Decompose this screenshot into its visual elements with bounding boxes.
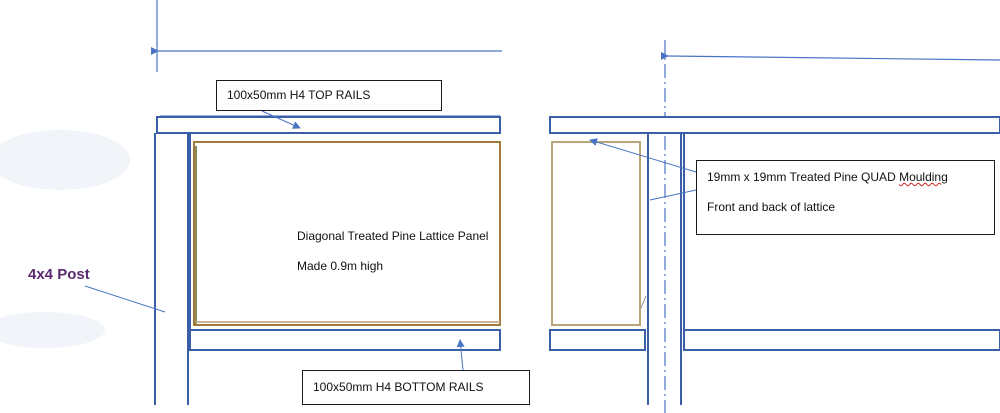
quad-moulding-line2: Front and back of lattice xyxy=(707,200,836,214)
lattice-panel xyxy=(193,141,641,326)
bottom-rails-label: 100x50mm H4 BOTTOM RAILS xyxy=(313,380,484,394)
bottom-rails xyxy=(189,329,1000,351)
quad-moulding-callout: 19mm x 19mm Treated Pine QUAD Moulding F… xyxy=(696,160,995,235)
posts xyxy=(154,133,685,405)
top-rails-label: 100x50mm H4 TOP RAILS xyxy=(227,88,371,102)
quad-moulding-text: 19mm x 19mm Treated Pine QUAD xyxy=(707,170,900,184)
quad-moulding-line1: 19mm x 19mm Treated Pine QUAD Moulding xyxy=(707,170,948,184)
background-shading xyxy=(0,130,130,348)
top-rails xyxy=(156,116,1000,134)
panel-height-label: Made 0.9m high xyxy=(297,259,384,273)
top-rails-callout: 100x50mm H4 TOP RAILS xyxy=(216,80,442,111)
panel-title-label: Diagonal Treated Pine Lattice Panel xyxy=(297,229,489,243)
quad-moulding-word: Moulding xyxy=(899,170,948,184)
post-label: 4x4 Post xyxy=(28,266,90,283)
leader-lines xyxy=(84,110,697,371)
bottom-rails-callout: 100x50mm H4 BOTTOM RAILS xyxy=(302,370,530,405)
span-dimension-line xyxy=(151,0,1000,72)
